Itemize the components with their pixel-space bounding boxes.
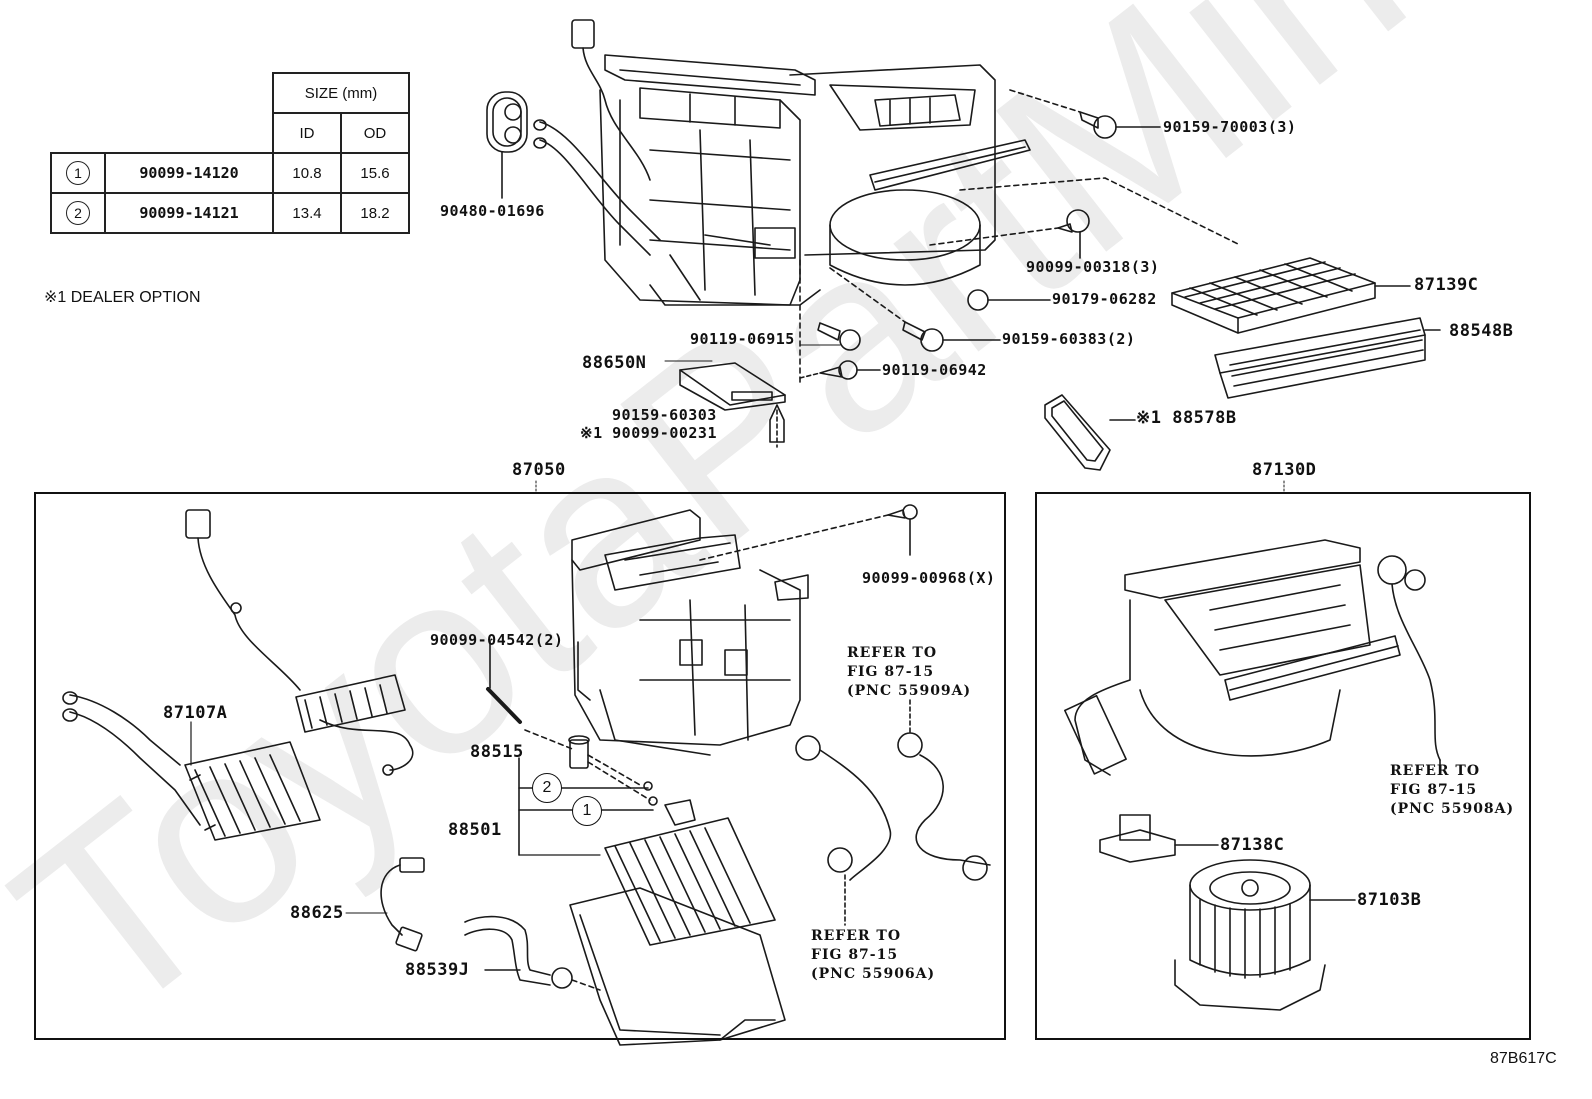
col-id: ID xyxy=(272,112,342,154)
label-90179-06282[interactable]: 90179-06282 xyxy=(1052,290,1157,308)
label-90099-00968[interactable]: 90099-00968(X) xyxy=(862,569,996,587)
label-88548b[interactable]: 88548B xyxy=(1449,321,1514,341)
oring-index-1[interactable]: 1 xyxy=(572,796,602,826)
group-title-87050[interactable]: 87050 xyxy=(512,460,566,480)
refer-note-55909a[interactable]: REFER TO FIG 87-15 (PNC 55909A) xyxy=(847,645,972,699)
screw-90099-00318 xyxy=(929,209,1090,259)
label-88578b[interactable]: ※1 88578B xyxy=(1136,408,1237,428)
screw-90099-04542 xyxy=(486,639,591,751)
label-90159-60383[interactable]: 90159-60383(2) xyxy=(1002,330,1136,348)
label-88515[interactable]: 88515 xyxy=(470,742,524,762)
hvac-unit-assembly xyxy=(533,19,1031,306)
group-box-87050 xyxy=(34,492,1006,1040)
label-87103b[interactable]: 87103B xyxy=(1357,890,1422,910)
part-number: 90099-14120 xyxy=(104,152,274,194)
seal-88578b xyxy=(1044,394,1136,471)
inner-diameter: 10.8 xyxy=(272,152,342,194)
amplifier-88650n xyxy=(664,360,786,448)
refer-note-55906a[interactable]: REFER TO FIG 87-15 (PNC 55906A) xyxy=(811,928,936,982)
screw-90159-60383 xyxy=(829,267,1001,352)
label-87139c[interactable]: 87139C xyxy=(1414,275,1479,295)
servo-wiring-55909a xyxy=(795,699,991,926)
refer-note-55908a[interactable]: REFER TO FIG 87-15 (PNC 55908A) xyxy=(1390,763,1515,817)
blower-case-87130d xyxy=(1064,539,1401,776)
drain-case xyxy=(569,887,786,1046)
label-88625[interactable]: 88625 xyxy=(290,903,344,923)
dealer-option-note: ※1 DEALER OPTION xyxy=(44,289,201,306)
oring-index-2[interactable]: 2 xyxy=(532,773,562,803)
size-header: SIZE (mm) xyxy=(272,72,410,114)
index-circle: 1 xyxy=(66,161,90,185)
label-90119-06942[interactable]: 90119-06942 xyxy=(882,361,987,379)
grommet-90480-01696 xyxy=(486,91,528,199)
bolt-90119-06942 xyxy=(799,360,881,380)
screw-90159-70003 xyxy=(1009,89,1161,139)
hose-size-table: SIZE (mm) ID OD 1 90099-14120 10.8 15.6 … xyxy=(50,72,410,234)
group-box-87130d xyxy=(1035,492,1531,1040)
label-90099-00318[interactable]: 90099-00318(3) xyxy=(1026,258,1160,276)
actuator-55908a xyxy=(1377,555,1441,771)
figure-number: 87B617C xyxy=(1490,1050,1557,1067)
inner-diameter: 13.4 xyxy=(272,192,342,234)
filter-cover-88548b xyxy=(1214,317,1441,399)
table-row: 2 90099-14121 13.4 18.2 xyxy=(50,192,410,234)
label-88650n[interactable]: 88650N xyxy=(582,353,647,373)
outer-diameter: 15.6 xyxy=(340,152,410,194)
bolt-90119-06915 xyxy=(799,322,861,351)
part-number: 90099-14121 xyxy=(104,192,274,234)
col-od: OD xyxy=(340,112,410,154)
label-87138c[interactable]: 87138C xyxy=(1220,835,1285,855)
label-90099-04542[interactable]: 90099-04542(2) xyxy=(430,631,564,649)
heater-core-87107a xyxy=(62,691,321,841)
heater-sensor-wire xyxy=(185,509,414,776)
label-88501[interactable]: 88501 xyxy=(448,820,502,840)
outer-diameter: 18.2 xyxy=(340,192,410,234)
label-87107a[interactable]: 87107A xyxy=(163,703,228,723)
label-88539j[interactable]: 88539J xyxy=(405,960,470,980)
blower-motor-87103b xyxy=(1174,859,1356,1011)
resistor-87138c xyxy=(1099,814,1219,863)
thermistor-88625 xyxy=(345,857,425,952)
label-90099-00231[interactable]: ※1 90099-00231 xyxy=(580,424,717,442)
label-90159-70003[interactable]: 90159-70003(3) xyxy=(1163,118,1297,136)
group-title-87130d[interactable]: 87130D xyxy=(1252,460,1317,480)
label-90480-01696[interactable]: 90480-01696 xyxy=(440,202,545,220)
label-90119-06915[interactable]: 90119-06915 xyxy=(690,330,795,348)
drain-hose-88539j xyxy=(464,915,601,991)
index-circle: 2 xyxy=(66,201,90,225)
nut-90179-06282 xyxy=(967,289,1051,311)
filter-87139c xyxy=(1171,257,1411,334)
screw-90099-00968 xyxy=(699,504,918,561)
valve-88515 xyxy=(568,735,651,801)
label-90159-60303[interactable]: 90159-60303 xyxy=(612,406,717,424)
table-row: 1 90099-14120 10.8 15.6 xyxy=(50,152,410,194)
